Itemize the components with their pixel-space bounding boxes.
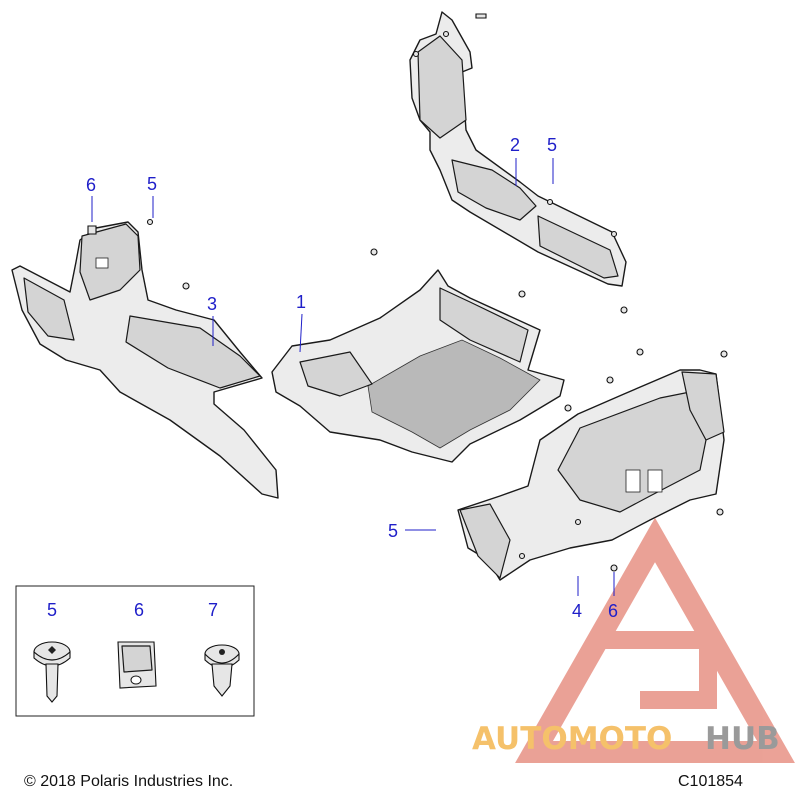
watermark-text-1: AUTOMOTO: [472, 721, 672, 757]
part-2-guard: [409, 11, 628, 314]
clip-nut-icon: [117, 641, 157, 689]
callout-5-right: 5: [547, 135, 557, 155]
push-rivet-icon: [204, 644, 240, 697]
screw-icon: [33, 641, 71, 703]
copyright-text: © 2018 Polaris Industries Inc.: [24, 773, 233, 790]
legend-label-5: 5: [47, 600, 57, 620]
callout-5-center: 5: [388, 521, 398, 541]
legend-label-7: 7: [208, 600, 218, 620]
part-4-guard: [457, 369, 725, 581]
part-3-guard: [11, 218, 279, 499]
fastener-legend-box: 5 6 7: [15, 585, 255, 717]
callout-6-left: 6: [86, 175, 96, 195]
diagram-code: C101854: [678, 773, 743, 790]
callout-3: 3: [207, 294, 217, 314]
watermark-logo-icon: [515, 517, 795, 763]
leader-lines: [91, 158, 615, 596]
callout-1: 1: [296, 292, 306, 312]
callout-4: 4: [572, 601, 582, 621]
watermark-text-2: HUB: [705, 721, 780, 757]
callout-2: 2: [510, 135, 520, 155]
legend-label-6: 6: [134, 600, 144, 620]
part-1-floor: [271, 248, 728, 463]
callout-6-right: 6: [608, 601, 618, 621]
callout-5-left: 5: [147, 174, 157, 194]
